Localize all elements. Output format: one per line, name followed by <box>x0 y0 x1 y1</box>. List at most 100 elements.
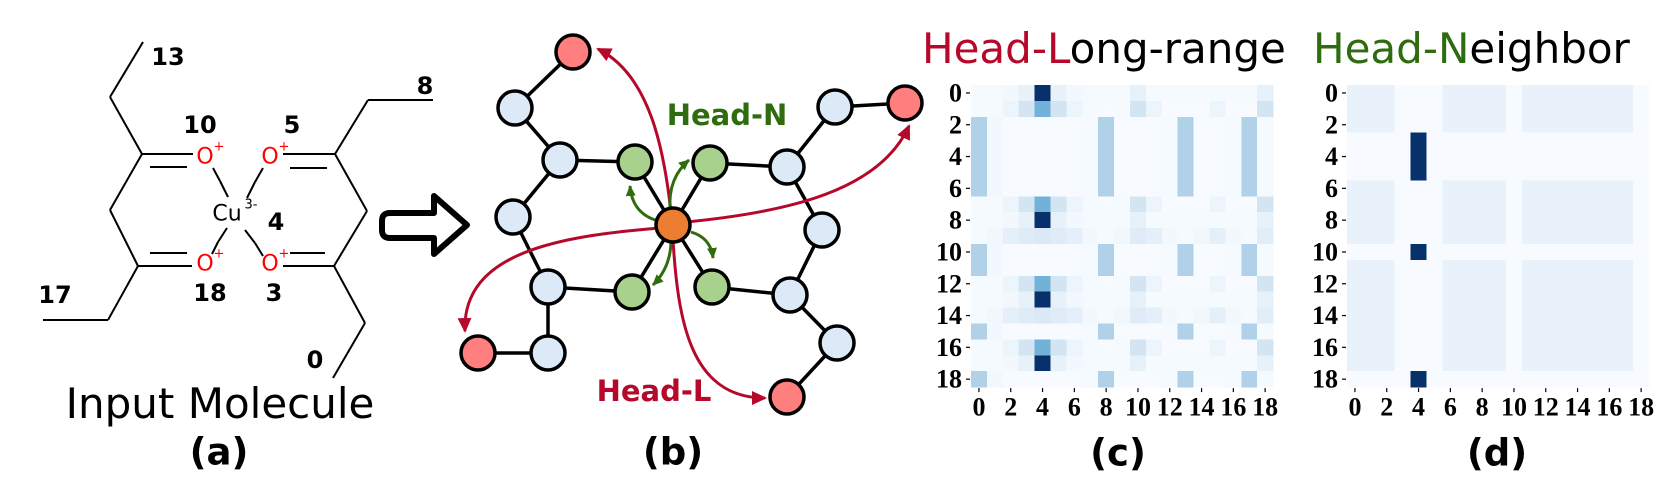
heatmap-cell <box>1585 323 1602 340</box>
x-tick-label: 18 <box>1628 393 1654 422</box>
panel-label-c: (c) <box>1090 432 1146 475</box>
heatmap-cell <box>1347 132 1364 150</box>
heatmap-cell <box>1145 116 1163 134</box>
x-tick-label: 8 <box>1476 393 1489 422</box>
heatmap-cell <box>1098 291 1115 309</box>
atom-index-label: 3 <box>266 279 283 307</box>
heatmap-cell <box>1442 148 1459 165</box>
heatmap-cell <box>1241 371 1258 388</box>
heatmap-cell <box>1442 164 1459 181</box>
heatmap-cell <box>1209 228 1226 245</box>
heatmap-cell <box>1098 180 1115 197</box>
heatmap-cell <box>1018 100 1036 118</box>
bond-line <box>334 153 368 212</box>
heatmap-cell <box>1177 164 1195 181</box>
heatmap-cell <box>1082 275 1099 293</box>
heatmap-cell <box>1034 180 1051 197</box>
heatmap-cell <box>1098 228 1115 245</box>
heatmap-cell <box>1617 323 1634 340</box>
heatmap-cell <box>1601 212 1618 229</box>
heatmap-cell <box>1362 259 1380 277</box>
heatmap-cell <box>1098 275 1115 293</box>
heatmap-cell <box>1161 339 1179 356</box>
graph-node-other <box>771 276 809 314</box>
heatmap-cell <box>1426 307 1443 324</box>
heatmap-cell <box>1537 323 1555 340</box>
heatmap-cell <box>1490 323 1507 340</box>
heatmap-cell <box>1193 180 1210 197</box>
oxygen-atom: O <box>196 145 213 170</box>
heatmap-cell <box>1601 371 1618 388</box>
heatmap-cell <box>1617 180 1634 197</box>
heatmap-cell <box>1569 307 1586 324</box>
panel-label-b: (b) <box>643 431 703 474</box>
heatmap-cell <box>1225 196 1242 213</box>
heatmap-cell <box>1569 85 1586 102</box>
heatmap-cell <box>1177 355 1195 372</box>
heatmap-cell <box>1617 355 1634 372</box>
graph-node-long-range <box>554 33 592 71</box>
heatmap-cell <box>1474 275 1491 293</box>
heatmap-cell <box>1585 100 1602 118</box>
heatmap-cell <box>1347 212 1364 229</box>
heatmap-cell <box>971 212 988 229</box>
heatmap-cell <box>1521 259 1539 277</box>
heatmap-cell <box>1553 180 1571 197</box>
heatmap-cell <box>971 100 988 118</box>
graph-node-other <box>496 89 534 127</box>
heatmap-cell <box>1034 371 1051 388</box>
heatmap-cell <box>1193 371 1210 388</box>
heatmap-cell <box>1034 228 1051 245</box>
heatmap-cell <box>1601 132 1618 150</box>
heatmap-cell <box>1130 132 1147 150</box>
heatmap-cell <box>1410 228 1427 245</box>
heatmap-cell <box>1362 355 1380 372</box>
heatmap-cell <box>1521 355 1539 372</box>
heatmap-cell <box>1410 180 1427 197</box>
heatmap-cell <box>1394 212 1412 229</box>
heatmap-cell <box>1362 116 1380 134</box>
heatmap-cell <box>1506 116 1523 134</box>
heatmap-cell <box>1617 164 1634 181</box>
heatmap-cell <box>1082 85 1099 102</box>
heatmap-cell <box>971 164 988 181</box>
heatmap-cell <box>1474 85 1491 102</box>
heatmap-cell <box>1034 116 1051 134</box>
heatmap-cell <box>1114 180 1131 197</box>
heatmap-cell <box>1633 85 1650 102</box>
heatmap-cell <box>1506 275 1523 293</box>
heatmap-cell <box>986 244 1004 261</box>
heatmap-cell <box>1050 85 1067 102</box>
heatmap-cell <box>1177 275 1195 293</box>
bond-line <box>109 41 144 98</box>
heatmap-cell <box>1426 100 1443 118</box>
heatmap-cell <box>1145 164 1163 181</box>
heatmap-cell <box>1569 323 1586 340</box>
heatmap-cell <box>1145 339 1163 356</box>
heatmap-cell <box>1082 307 1099 324</box>
heatmap-cell <box>1410 116 1427 134</box>
heatmap-cell <box>1458 85 1475 102</box>
heatmap-cell <box>1410 100 1427 118</box>
heatmap-cell <box>1442 259 1459 277</box>
heatmap-cell <box>1130 164 1147 181</box>
heatmap-cell <box>971 259 988 277</box>
heatmap-cell <box>1521 307 1539 324</box>
heatmap-cell <box>1410 212 1427 229</box>
graph-node-long-range <box>459 334 497 372</box>
heatmap-cell <box>1474 100 1491 118</box>
x-tick-label: 0 <box>1348 393 1361 422</box>
heatmap-cell <box>1098 371 1115 388</box>
attention-arrows <box>457 47 911 405</box>
y-tick-label: 10 <box>936 237 962 266</box>
heatmap-cell <box>1490 132 1507 150</box>
heatmap-cell <box>1114 259 1131 277</box>
heatmap-cell <box>1601 196 1618 213</box>
heatmap-cell <box>1442 291 1459 309</box>
heatmap-cell <box>1241 212 1258 229</box>
heatmap-cell <box>1537 339 1555 356</box>
heatmap-cell <box>1490 85 1507 102</box>
heatmap-cell <box>1241 85 1258 102</box>
heatmap-cell <box>1585 196 1602 213</box>
heatmap-cell <box>1098 307 1115 324</box>
